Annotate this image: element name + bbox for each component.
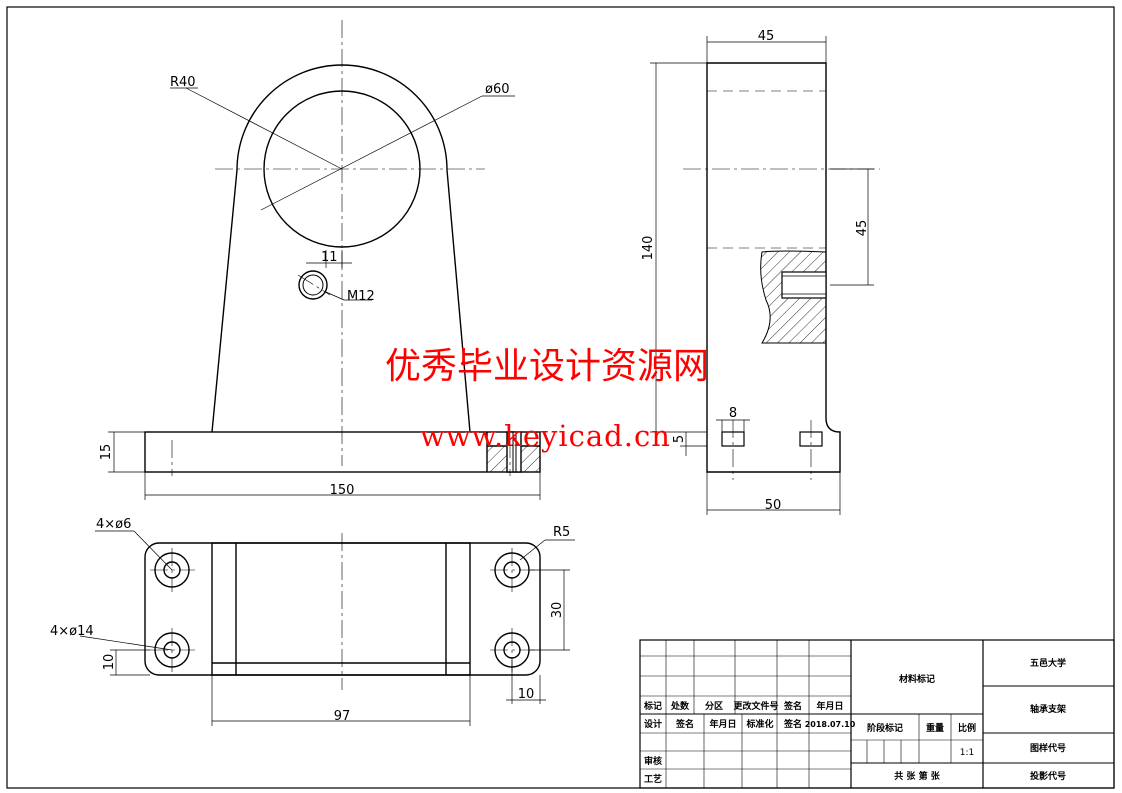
dim-4xd14: 4×ø14: [50, 624, 94, 639]
watermark-title: 优秀毕业设计资源网: [385, 346, 709, 387]
front-view-dimlines: [108, 87, 541, 500]
tb-design-0: 设计: [644, 718, 662, 730]
dim-side-45: 45: [855, 220, 870, 237]
top-view-dimlines: [79, 530, 575, 726]
side-view-hidden: [683, 90, 880, 480]
dim-50: 50: [765, 498, 782, 513]
dim-side-45-top: 45: [758, 29, 775, 44]
tb-head-5: 年月日: [816, 700, 843, 712]
side-view-dimlines: [650, 36, 874, 515]
dim-140: 140: [641, 236, 656, 261]
dim-4xd6: 4×ø6: [96, 517, 131, 532]
tb-replace-no: 投影代号: [1030, 770, 1066, 782]
tb-scale-label: 比例: [958, 722, 976, 734]
tb-scale-value: 1:1: [960, 748, 974, 758]
dim-10-vertical: 10: [102, 654, 117, 671]
dim-r40: R40: [170, 75, 196, 90]
tb-design-3: 标准化: [745, 718, 773, 730]
tb-stage: 阶段标记: [867, 722, 903, 734]
m12-hole: [298, 270, 328, 300]
tb-material: 材料标记: [898, 673, 935, 685]
tb-process: 工艺: [644, 773, 662, 785]
dim-30: 30: [550, 602, 565, 619]
drawing-border: [6, 6, 1115, 789]
dim-97: 97: [334, 709, 351, 724]
tb-part-name: 轴承支架: [1030, 703, 1066, 715]
side-outline: [706, 62, 841, 473]
dim-150: 150: [330, 483, 355, 498]
tb-design-2: 年月日: [709, 718, 736, 730]
tb-head-1: 处数: [670, 700, 690, 712]
tb-sheets: 共 张 第 张: [894, 770, 940, 782]
title-block: [639, 639, 1115, 789]
tb-review: 审核: [644, 755, 662, 767]
side-view: [706, 62, 841, 473]
front-view: [144, 64, 541, 473]
dim-15: 15: [99, 444, 114, 461]
tb-weight: 重量: [926, 722, 944, 734]
dim-m12: M12: [347, 289, 375, 304]
tb-head-0: 标记: [643, 700, 662, 712]
base-section-slot: [506, 431, 522, 473]
dim-10-horizontal: 10: [518, 687, 535, 702]
watermark-url: www.keyicad.cn: [420, 419, 671, 453]
dim-5: 5: [672, 435, 687, 443]
tb-design-4: 签名: [783, 718, 802, 730]
dim-11: 11: [321, 250, 338, 265]
top-upright: [211, 542, 471, 676]
dim-8: 8: [729, 406, 737, 421]
tb-drawing-no: 图样代号: [1030, 742, 1066, 754]
top-view-centerlines: [150, 533, 535, 690]
m12-hole-inner: [302, 274, 324, 296]
tb-design-date: 2018.07.10: [805, 720, 856, 729]
top-view: [144, 542, 541, 676]
title-block-text: 标记 处数 分区 更改文件号 签名 年月日 设计 签名 年月日 标准化 签名 2…: [643, 657, 1066, 785]
tb-school: 五邑大学: [1030, 657, 1066, 669]
dim-r5: R5: [553, 525, 570, 540]
tb-head-3: 更改文件号: [733, 700, 778, 712]
tb-design-1: 签名: [675, 718, 694, 730]
tb-head-4: 签名: [783, 700, 802, 712]
dim-d60: ø60: [485, 82, 510, 97]
tb-head-2: 分区: [705, 700, 723, 712]
front-view-centerlines: [171, 20, 511, 476]
top-outline: [144, 542, 541, 676]
